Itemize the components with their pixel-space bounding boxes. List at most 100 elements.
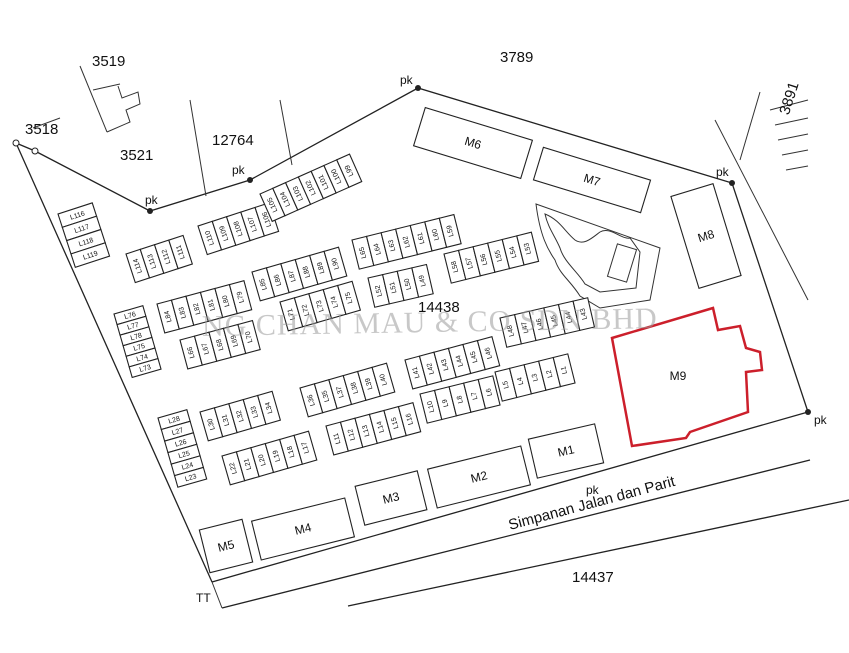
lot-plot: [336, 153, 363, 188]
lot-label: L79: [236, 290, 246, 303]
lot-label: L46: [536, 317, 545, 330]
lot-plot: [476, 336, 501, 371]
lot-label: L68: [216, 338, 226, 351]
building-m2: M2: [426, 445, 532, 509]
lot-label: L53: [523, 242, 533, 255]
pk-marker: pk: [586, 483, 600, 497]
lot-plot: [397, 402, 422, 437]
lot-label: L60: [431, 228, 441, 241]
parcel-14438: 14438: [418, 299, 460, 316]
lot-label: L75: [133, 343, 146, 353]
lot-label: L70: [245, 330, 255, 343]
lot-label: L57: [465, 256, 475, 269]
lot-label: L47: [521, 321, 530, 334]
lot-label: L9: [442, 398, 451, 407]
lot-label: L28: [168, 416, 181, 426]
lot-label: L45: [470, 350, 480, 363]
lot-plot: [128, 357, 162, 379]
building-m7: M7: [532, 146, 652, 214]
lot-label: L82: [193, 302, 203, 315]
lot-label: L109: [219, 225, 231, 242]
lot-plot: [438, 213, 462, 249]
lot-label: L13: [362, 424, 372, 437]
lot-label: L67: [201, 342, 211, 355]
lot-label: L72: [301, 303, 311, 316]
lot-label: L62: [402, 235, 412, 248]
lot-label: L117: [74, 224, 91, 235]
lot-label: L71: [287, 308, 297, 321]
lot-label: L69: [230, 334, 240, 347]
lot-label: L116: [69, 210, 86, 221]
lot-label: L84: [164, 310, 174, 323]
landscape-feature: [535, 203, 661, 309]
lot-label: L12: [347, 428, 357, 441]
lot-label: L34: [264, 401, 274, 414]
lot-plot: [237, 319, 261, 355]
lot-label: L75: [344, 291, 354, 304]
lot-label: L83: [178, 306, 188, 319]
lot-label: L23: [184, 473, 197, 483]
lot-label: L39: [364, 377, 374, 390]
lot-label: L18: [286, 445, 296, 458]
lot-label: L44: [455, 354, 465, 367]
lot-label: L99: [344, 164, 355, 178]
parcel-3891: 3891: [776, 80, 802, 117]
lot-plot: [572, 297, 596, 332]
major-lots: M6 M7 M8 M1 M2 M3 M4 M5: [198, 106, 742, 574]
lot-label: L33: [250, 405, 260, 418]
pk-marker: pk: [716, 165, 730, 179]
lot-label: L63: [388, 239, 398, 252]
lot-plot: [336, 280, 362, 315]
lot-label: L85: [259, 278, 269, 291]
lot-label: L106: [262, 211, 274, 228]
lot-label: L43: [441, 358, 451, 371]
svg-text:M8: M8: [696, 227, 716, 245]
parcel-labels: 3519 3789 3891 3518 3521 12764 14438 144…: [25, 49, 803, 586]
svg-text:M2: M2: [469, 468, 489, 486]
svg-text:M9: M9: [670, 369, 687, 383]
lot-label: L49: [418, 274, 427, 287]
lot-label: L30: [207, 418, 217, 431]
lot-label: L107: [247, 215, 259, 232]
pk-marker: pk: [400, 73, 414, 87]
lot-label: L78: [130, 332, 143, 342]
lot-label: L64: [373, 242, 383, 255]
lot-label: L46: [484, 346, 494, 359]
lot-plot: [477, 375, 501, 410]
lot-label: L51: [389, 281, 398, 294]
tt-marker: TT: [196, 591, 211, 605]
site-boundary: [12, 85, 811, 583]
lot-label: L40: [379, 373, 389, 386]
lot-label: L7: [471, 391, 480, 400]
svg-text:M6: M6: [463, 134, 483, 152]
lot-label: L38: [350, 381, 360, 394]
lot-plot: [228, 280, 253, 315]
lot-label: L3: [531, 373, 540, 382]
pk-marker: pk: [814, 413, 828, 427]
lot-label: L81: [207, 298, 217, 311]
lot-label: L11: [333, 432, 343, 445]
lot-plot: [168, 234, 194, 270]
lot-label: L110: [205, 229, 216, 246]
lot-label: L25: [178, 450, 191, 460]
lot-label: L17: [301, 441, 311, 454]
lot-label: L41: [412, 366, 422, 379]
road-reserve-label: Simpanan Jalan dan Parit: [507, 473, 678, 534]
lot-plot: [371, 362, 396, 397]
watermark-text: NG CHAN MAU & CO SDN BHD: [202, 302, 658, 343]
svg-text:M1: M1: [556, 442, 576, 459]
lot-plot: [552, 353, 576, 388]
lot-label: L2: [546, 369, 555, 378]
